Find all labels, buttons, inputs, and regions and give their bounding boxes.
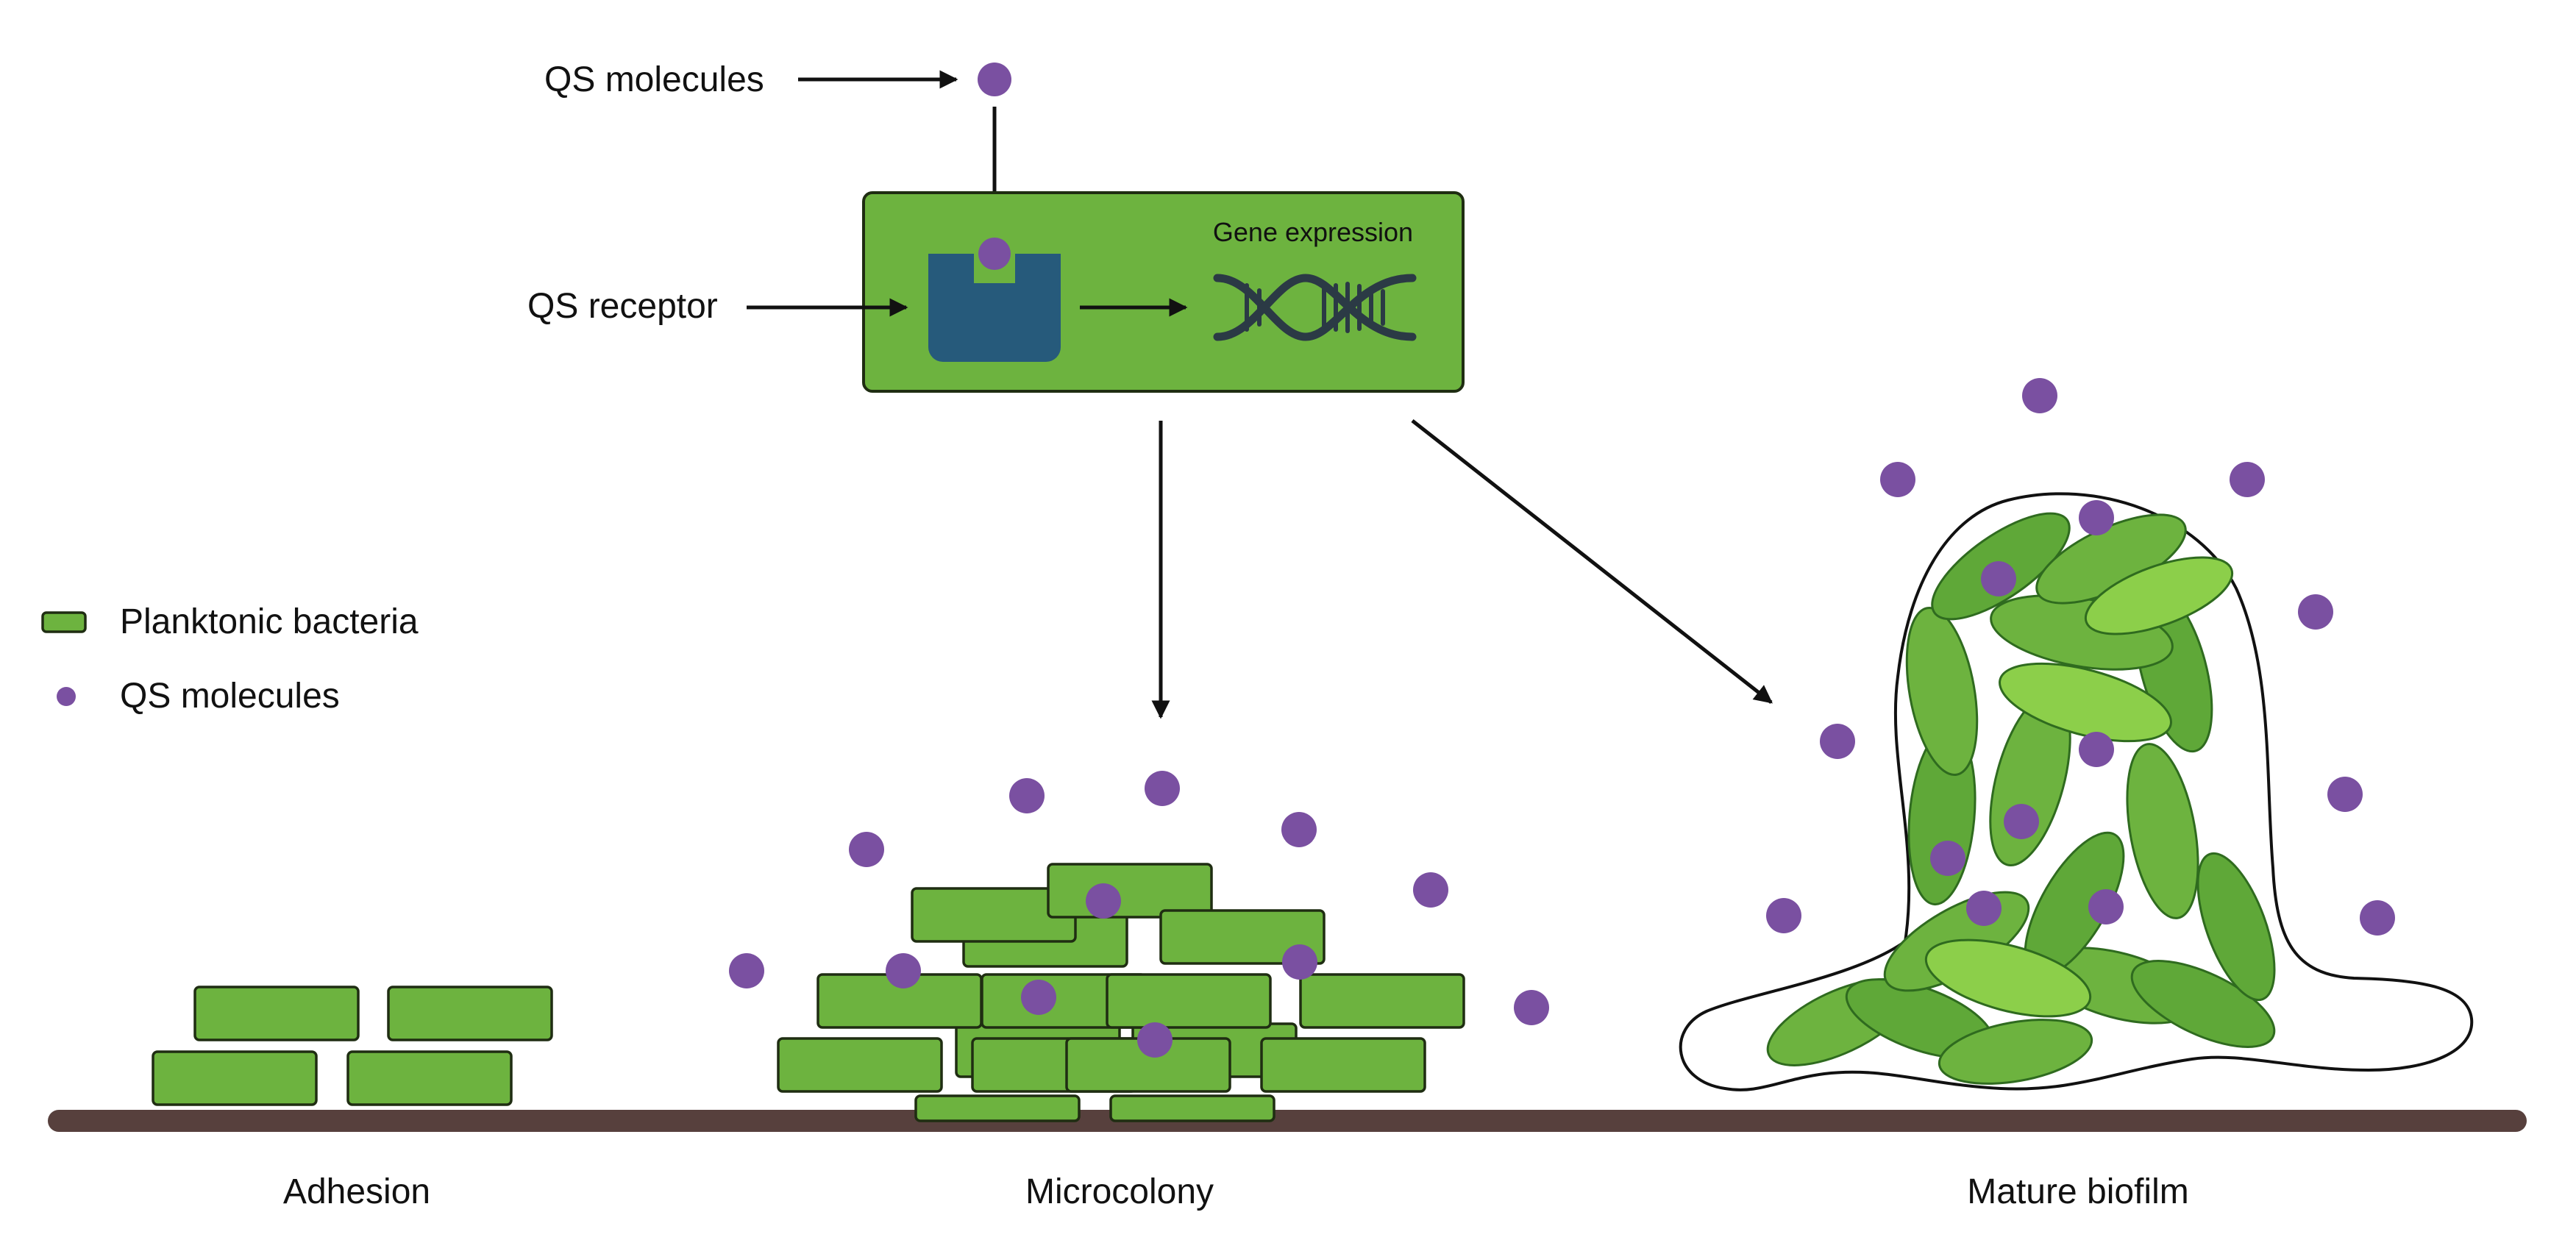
dna-helix-icon xyxy=(1213,274,1417,341)
bacterium xyxy=(1109,1094,1275,1122)
biofilm-rod xyxy=(1938,1019,2093,1085)
qs-molecule xyxy=(2022,378,2057,413)
qs-molecule xyxy=(1981,561,2016,596)
qs-molecule xyxy=(2088,889,2124,924)
legend-qs-molecule-swatch xyxy=(57,687,76,706)
mature-biofilm-qs-molecules xyxy=(1766,378,2395,936)
biofilm-rod xyxy=(1905,606,1979,777)
legend-label-planktonic-bacteria: Planktonic bacteria xyxy=(120,602,419,641)
biofilm-rod xyxy=(1924,938,2092,1018)
label-qs-receptor: QS receptor xyxy=(527,287,718,326)
qs-molecule xyxy=(729,953,764,988)
biofilm-rods xyxy=(1766,512,2276,1085)
biofilm-matrix-outline xyxy=(1679,492,2474,1091)
qs-molecule xyxy=(1880,462,1915,497)
bacterial-cell-box: Gene expression xyxy=(862,191,1465,393)
qs-molecule xyxy=(1413,872,1448,908)
qs-molecule xyxy=(2360,900,2395,936)
qs-molecule-bound xyxy=(978,238,1011,270)
stage-label-adhesion: Adhesion xyxy=(283,1172,430,1211)
qs-molecule xyxy=(1145,771,1180,806)
biofilm-rod xyxy=(1999,662,2172,743)
qs-molecule xyxy=(2004,804,2039,839)
qs-molecule xyxy=(1820,724,1855,759)
qs-molecule xyxy=(1766,898,1801,933)
qs-molecule-top xyxy=(978,63,1011,96)
qs-molecule xyxy=(1137,1022,1173,1058)
mature-biofilm xyxy=(1679,378,2474,1091)
receptor-icon xyxy=(928,254,1061,362)
microcolony-qs-molecules xyxy=(729,771,1549,1058)
qs-molecule xyxy=(886,953,921,988)
stage-label-mature-biofilm: Mature biofilm xyxy=(1967,1172,2188,1211)
legend-bacterium-swatch xyxy=(41,611,87,633)
bacterium xyxy=(1106,973,1272,1029)
qs-molecule xyxy=(1009,778,1045,813)
bacterium xyxy=(346,1050,513,1106)
qs-molecule xyxy=(1514,990,1549,1025)
microcolony-bacteria xyxy=(777,863,1465,1122)
qs-molecule xyxy=(1282,944,1317,980)
adhesion-bacteria xyxy=(152,986,553,1106)
qs-molecule xyxy=(2079,732,2114,767)
label-qs-molecules: QS molecules xyxy=(544,60,764,99)
qs-molecule xyxy=(1021,980,1056,1015)
bacterium xyxy=(1159,909,1326,965)
bacterium xyxy=(1260,1037,1426,1093)
bacterium xyxy=(1299,973,1465,1029)
stage-label-microcolony: Microcolony xyxy=(1025,1172,1214,1211)
qs-molecule xyxy=(1930,841,1965,876)
biofilm-rod xyxy=(2130,960,2276,1048)
bacterium xyxy=(1047,863,1213,919)
bacterium xyxy=(152,1050,318,1106)
qs-molecule xyxy=(2230,462,2265,497)
qs-molecule xyxy=(2079,500,2114,535)
qs-molecule xyxy=(1966,891,2002,926)
qs-molecule xyxy=(1281,812,1317,847)
bacterium xyxy=(777,1037,943,1093)
qs-molecule xyxy=(2298,594,2333,630)
qs-molecule xyxy=(1086,883,1121,919)
label-gene-expression: Gene expression xyxy=(1213,217,1413,247)
arrow-to-mature-biofilm xyxy=(1411,419,1773,704)
biofilm-rod xyxy=(2126,743,2199,919)
bacterium xyxy=(387,986,553,1041)
bacterium xyxy=(193,986,360,1041)
biofilm-rod xyxy=(2084,556,2234,635)
qs-molecule xyxy=(2327,777,2363,812)
legend: Planktonic bacteria QS molecules xyxy=(41,602,419,716)
qs-molecule xyxy=(849,832,884,867)
legend-label-qs-molecules: QS molecules xyxy=(120,677,340,716)
bacterium xyxy=(914,1094,1081,1122)
biofilm-rod xyxy=(2196,852,2276,1002)
